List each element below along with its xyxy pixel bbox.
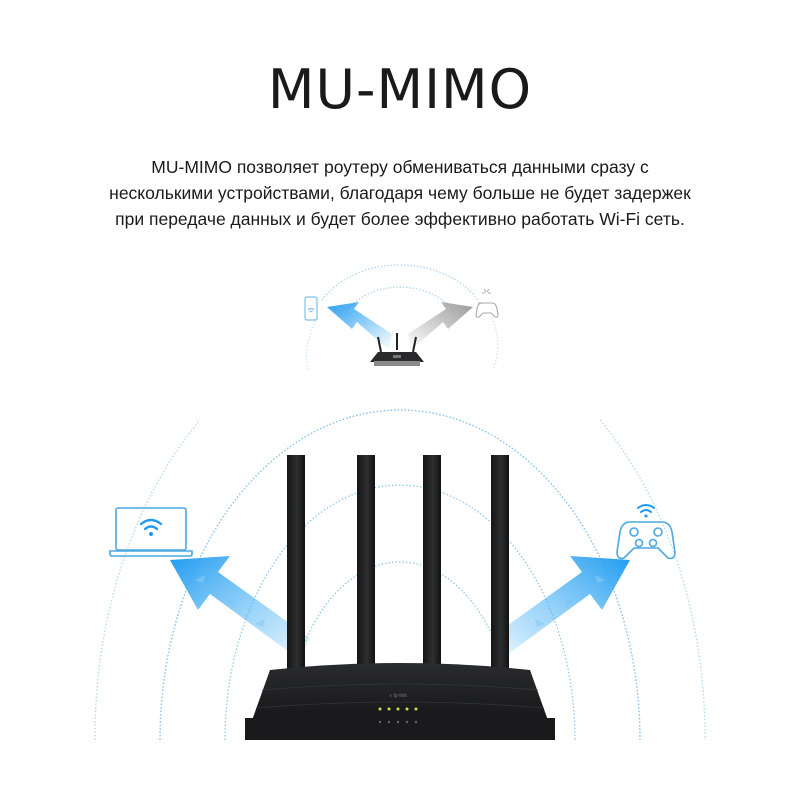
small-arrow-right	[408, 302, 473, 350]
antenna	[287, 455, 305, 670]
blue-arrow-left	[170, 556, 310, 660]
page-title: MU-MIMO	[267, 58, 533, 121]
smartphone-icon	[304, 296, 318, 321]
status-leds	[378, 707, 418, 711]
antenna	[357, 455, 375, 665]
small-arrow-left	[327, 302, 392, 350]
led-icons	[378, 720, 418, 724]
four-antenna-router: ◖ tp-link	[245, 663, 555, 740]
description-line: при передаче данных и будет более эффект…	[115, 209, 685, 229]
main-diagram: ◖ tp-link	[94, 409, 706, 741]
antennas	[287, 455, 509, 670]
small-router	[370, 333, 424, 366]
signal-arcs	[94, 409, 706, 741]
description: MU-MIMO позволяет роутеру обмениваться д…	[0, 154, 800, 232]
small-signal-arcs	[305, 264, 499, 371]
arrow-chevrons-left	[195, 575, 265, 627]
description-line: несколькими устройствами, благодаря чему…	[109, 183, 691, 203]
gamepad-icon	[475, 288, 499, 318]
antenna	[491, 455, 509, 670]
gamepad-wifi-icon	[616, 504, 676, 560]
antenna	[423, 455, 441, 665]
blue-arrow-right	[490, 556, 630, 660]
arrow-chevrons-right	[535, 575, 605, 627]
description-line: MU-MIMO позволяет роутеру обмениваться д…	[151, 157, 649, 177]
small-diagram	[304, 264, 499, 371]
laptop-wifi-icon	[109, 507, 193, 557]
router-logo: ◖ tp-link	[389, 693, 407, 699]
